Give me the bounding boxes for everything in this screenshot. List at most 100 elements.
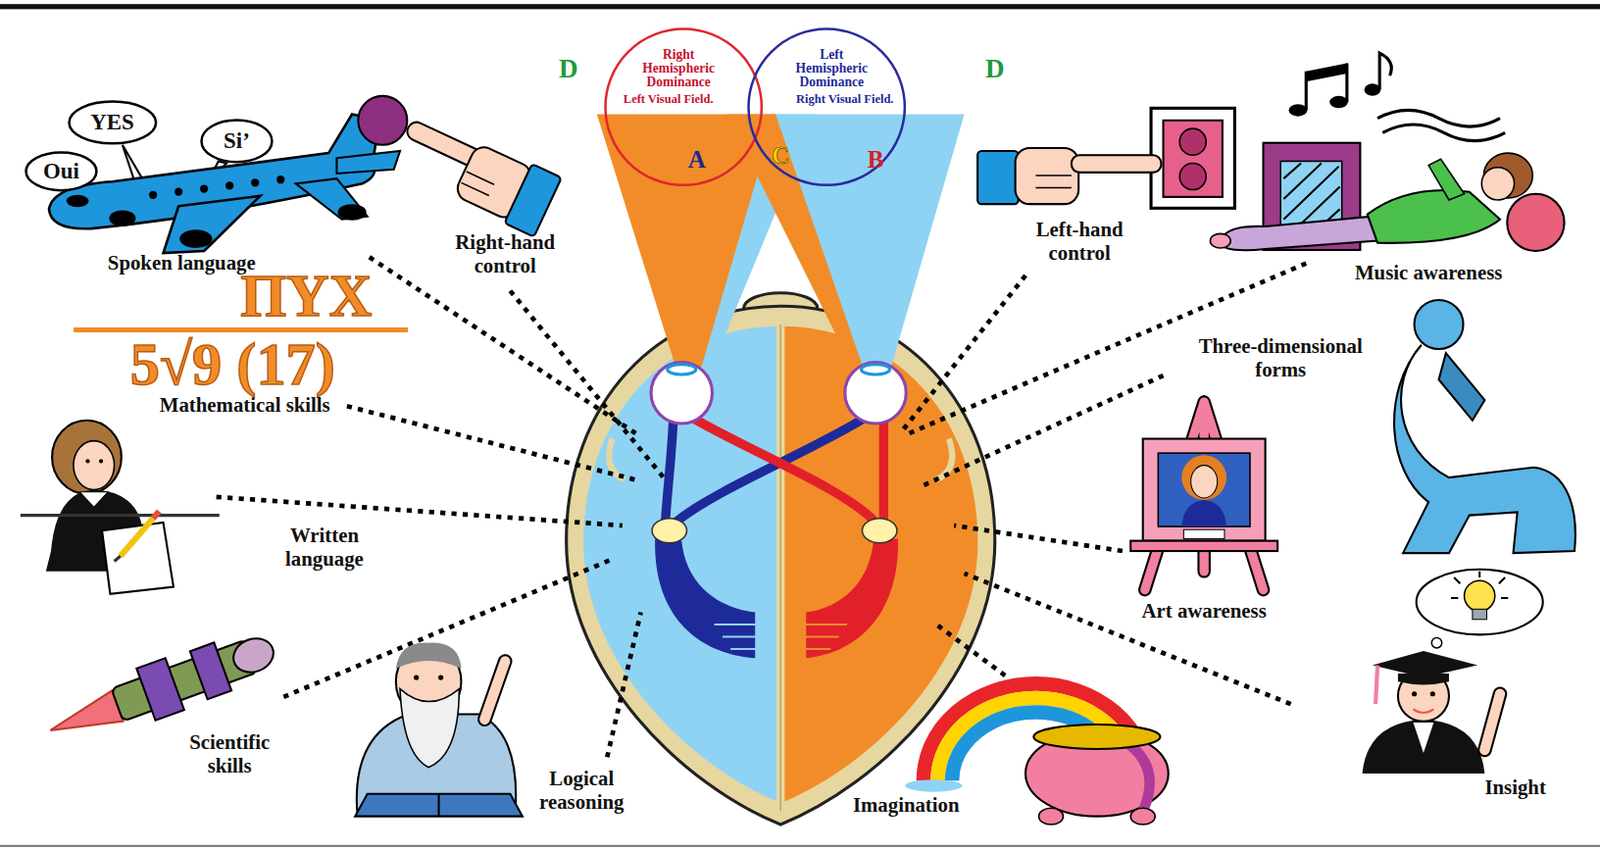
writing-woman-icon — [114, 555, 121, 561]
music-listener-icon — [1219, 216, 1378, 250]
eyes — [650, 361, 712, 423]
region-letter: D — [558, 53, 579, 85]
easel-icon — [1130, 541, 1278, 551]
circle-subtext: Right Visual Field. — [796, 93, 894, 106]
thinker-statue-icon — [1439, 352, 1486, 421]
airplane-icon — [200, 184, 208, 193]
function-label: Three-dimensional forms — [1178, 335, 1383, 383]
right-hand-button-icon — [357, 96, 407, 146]
right-hand-button-icon — [357, 96, 561, 238]
graduate-icon — [1361, 719, 1485, 774]
left-hand-button-icon — [1163, 120, 1223, 198]
bearded-man-icon — [438, 675, 444, 681]
music-listener-icon — [1209, 52, 1564, 251]
music-listener-icon — [1506, 194, 1564, 251]
speech-bubble-shape — [25, 152, 97, 192]
skull — [550, 296, 781, 838]
easel-icon — [1145, 401, 1264, 591]
circle-subtext: Left Visual Field. — [623, 93, 714, 106]
function-label: Imagination — [852, 794, 960, 818]
music-listener-icon — [1329, 96, 1349, 108]
graduate-icon — [1464, 580, 1496, 611]
left-hand-button-icon — [1150, 107, 1235, 208]
easel-icon — [1130, 401, 1278, 591]
bearded-man-icon — [354, 643, 523, 817]
optic-pathways — [690, 416, 876, 523]
leader-lines — [933, 622, 1005, 676]
thinker-statue-icon — [1394, 300, 1576, 553]
rocket-icon — [45, 690, 124, 746]
left-hand-button-icon — [977, 107, 1235, 208]
optic-radiations — [651, 518, 687, 544]
writing-woman-icon — [73, 441, 115, 491]
skull — [779, 324, 782, 811]
math-symbol: 5√9 (17) — [130, 334, 336, 394]
graduate-icon — [1411, 691, 1417, 697]
music-listener-icon — [1382, 124, 1505, 142]
airplane-icon — [108, 209, 136, 227]
function-label: Insight — [1484, 776, 1546, 800]
bubble-word: YES — [90, 110, 135, 135]
leader-lines — [347, 405, 636, 480]
writing-woman-icon — [20, 513, 220, 517]
function-label: Right-hand control — [431, 231, 580, 279]
speech-bubble-shape — [68, 101, 156, 145]
music-listener-icon — [1481, 167, 1514, 200]
bearded-man-icon — [438, 794, 441, 817]
optic-radiations — [651, 518, 899, 659]
graduate-icon — [1484, 694, 1500, 750]
graduate-icon — [1413, 708, 1435, 713]
optic-radiations — [714, 624, 758, 650]
function-label: Scientific skills — [170, 731, 289, 779]
airplane-icon — [336, 150, 400, 174]
function-label: Art awareness — [1142, 600, 1267, 625]
airplane-icon — [225, 181, 234, 190]
region-letter: D — [985, 53, 1005, 85]
bearded-man-icon — [396, 643, 462, 669]
region-letter: C — [771, 142, 790, 171]
graduate-icon — [1398, 670, 1450, 722]
easel-icon — [1191, 465, 1218, 499]
visual-field-cones — [597, 114, 965, 387]
right-hand-button-icon — [389, 109, 562, 237]
function-label: Logical reasoning — [522, 767, 641, 815]
graduate-icon — [1375, 665, 1378, 705]
writing-woman-icon — [51, 420, 122, 495]
easel-icon — [1183, 529, 1225, 539]
music-listener-icon — [1428, 158, 1464, 200]
eyes — [667, 364, 697, 375]
optic-pathways — [879, 416, 889, 523]
rocket-icon — [228, 633, 279, 679]
leader-lines — [509, 291, 665, 481]
speech-bubble: Oui — [24, 150, 99, 193]
left-hand-button-icon — [1179, 163, 1206, 191]
leader-lines — [953, 525, 1123, 551]
airplane-icon — [276, 175, 285, 184]
bearded-man-icon — [484, 660, 505, 719]
bearded-man-icon — [413, 675, 419, 681]
airplane-icon — [149, 191, 157, 200]
left-hand-button-icon — [1035, 175, 1071, 188]
leader-lines — [216, 497, 623, 526]
hemisphere-circle-shape — [605, 29, 762, 186]
rainbow-pot-icon — [1033, 724, 1160, 750]
airplane-icon — [66, 195, 90, 207]
optic-pathways — [665, 416, 674, 523]
easel-icon — [1143, 439, 1266, 542]
airplane-icon — [163, 196, 261, 253]
right-hand-button-icon — [460, 171, 495, 197]
optic-radiations — [803, 624, 848, 650]
airplane-icon — [250, 178, 259, 187]
bearded-man-icon — [400, 689, 459, 768]
optic-pathways — [675, 416, 868, 523]
rainbow-pot-icon — [1130, 807, 1155, 825]
easel-icon — [1145, 401, 1264, 591]
graduate-icon — [1484, 694, 1500, 750]
left-hand-button-icon — [1179, 128, 1206, 155]
bubble-word: Oui — [43, 159, 80, 184]
speech-bubble: YES — [67, 100, 158, 146]
function-label: Spoken language — [107, 251, 256, 276]
graduate-icon — [1430, 691, 1436, 697]
math-symbol: ΠYX — [240, 266, 372, 326]
